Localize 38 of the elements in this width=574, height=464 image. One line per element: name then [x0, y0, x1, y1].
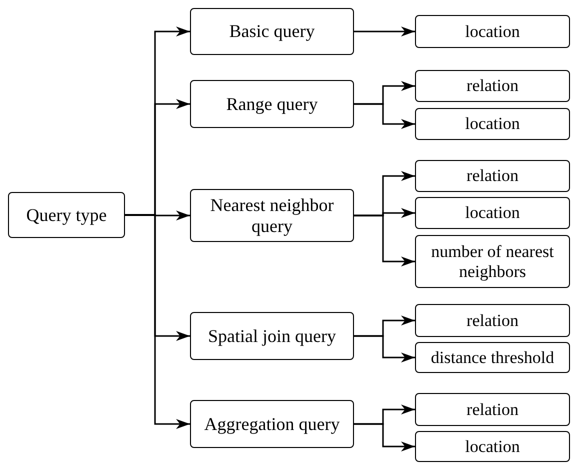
box-label: location: [465, 203, 520, 223]
box-label: location: [465, 436, 520, 456]
arrow: [354, 423, 415, 452]
box-label: Nearest neighbor query: [209, 194, 335, 236]
process-box: [415, 431, 570, 462]
process-box: [415, 160, 570, 192]
box-label: Range query: [226, 94, 318, 114]
arrow: [354, 335, 415, 362]
box-label: relation: [466, 76, 518, 96]
process-box: [190, 312, 354, 360]
box-label: Aggregation query: [204, 414, 340, 434]
box-label: Basic query: [229, 21, 315, 42]
box-label: Spatial join query: [208, 326, 336, 346]
box-label: distance threshold: [430, 348, 554, 368]
process-box: [415, 108, 570, 140]
arrow: [354, 214, 415, 266]
process-box: [415, 342, 570, 373]
box-label: relation: [466, 400, 518, 420]
process-box: [415, 15, 570, 48]
process-box: [8, 192, 125, 238]
box-label: relation: [466, 166, 518, 186]
process-box: [190, 8, 354, 55]
arrow: [354, 103, 415, 129]
process-box: [190, 400, 354, 448]
process-box: [415, 393, 570, 426]
box-label: Query type: [26, 204, 107, 226]
box-label: location: [465, 114, 520, 134]
arrow: [125, 214, 190, 429]
process-box: [190, 80, 354, 128]
process-box: [415, 70, 570, 102]
box-label: location: [465, 22, 520, 42]
arrow: [354, 26, 415, 36]
process-box: [415, 235, 570, 288]
process-box: [190, 189, 354, 242]
process-box: [415, 304, 570, 337]
box-label: number of nearest neighbors: [430, 242, 555, 282]
process-box: [415, 197, 570, 229]
box-label: relation: [466, 310, 518, 330]
